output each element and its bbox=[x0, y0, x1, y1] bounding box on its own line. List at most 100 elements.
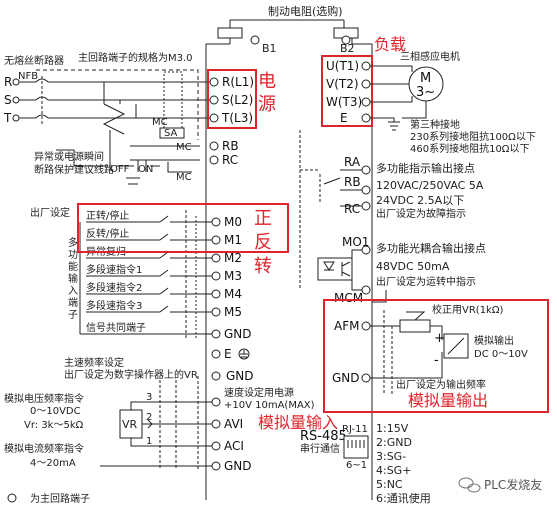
terminal-avi: AVI bbox=[224, 417, 243, 431]
analog-minus: - bbox=[434, 353, 439, 368]
vr-label: VR bbox=[122, 418, 138, 431]
nfb-label: NFB bbox=[18, 71, 38, 82]
footer-main-circuit: 为主回路端子 bbox=[30, 492, 90, 505]
input-label-m4: 多段速指令2 bbox=[86, 281, 142, 294]
terminal-rc-out: RC bbox=[344, 202, 360, 216]
terminal-mo1: MO1 bbox=[342, 235, 369, 249]
load-highlight-box bbox=[321, 55, 373, 127]
rs485-pin-2: 2:GND bbox=[376, 436, 412, 449]
ground-icon bbox=[370, 101, 427, 131]
rs485-pin-6: 6:通讯使用 bbox=[376, 492, 431, 505]
rj11-pins bbox=[347, 440, 365, 448]
terminal-mcm: MCM bbox=[334, 291, 363, 305]
rj11-label: RJ-11 bbox=[342, 424, 368, 435]
terminal-b1: B1 bbox=[262, 42, 277, 55]
calibration-vr-label: 校正用VR(1kΩ) bbox=[432, 303, 503, 316]
vr-potentiometer bbox=[100, 376, 216, 470]
rs485-pin-4: 4:SG+ bbox=[376, 464, 411, 477]
terminal-aci: ACI bbox=[224, 439, 244, 453]
input-terminals bbox=[211, 217, 221, 359]
rs485-sub: 串行通信 bbox=[300, 442, 340, 455]
nfb-title: 无熔丝断路器 bbox=[4, 54, 64, 67]
analog-output-default: 出厂设定为输出频率 bbox=[396, 378, 486, 391]
terminal-m1: M1 bbox=[224, 233, 242, 247]
svg-text:多: 多 bbox=[68, 236, 78, 249]
input-label-m5: 多段速指令3 bbox=[86, 299, 142, 312]
relay-output-title: 多功能指示输出接点 bbox=[376, 161, 475, 175]
terminal-gnd-mid: GND bbox=[226, 369, 254, 383]
terminal-m3: M3 bbox=[224, 269, 242, 283]
relay-control-circuit bbox=[56, 127, 200, 185]
terminal-u: U(T1) bbox=[326, 59, 359, 73]
svg-text:端: 端 bbox=[68, 296, 78, 309]
terminal-r: R(L1) bbox=[222, 75, 254, 89]
terminal-r-circle bbox=[209, 77, 219, 87]
current-cmd-range: 4～20mA bbox=[30, 458, 76, 469]
annotation-power-1: 电 bbox=[258, 71, 276, 92]
opto-rating: 48VDC 50mA bbox=[376, 260, 450, 273]
analog-input-terminals bbox=[211, 397, 221, 471]
svg-text:入: 入 bbox=[68, 286, 78, 297]
analog-plus: + bbox=[434, 331, 445, 346]
supply-rating: +10V 10mA(MAX) bbox=[224, 400, 315, 411]
voltage-cmd-title: 模拟电压频率指令 bbox=[4, 392, 84, 405]
terminal-rb-in: RB bbox=[222, 139, 239, 153]
mc-contacts bbox=[36, 69, 199, 140]
on-label: ON bbox=[138, 164, 153, 175]
motor-title: 三相感应电机 bbox=[400, 50, 460, 63]
protection-note-2: 断路保护建议线路 bbox=[34, 163, 114, 176]
power-terminal-block: R(L1) S(L2) T(L3) bbox=[209, 75, 254, 125]
brake-resistor-label: 制动电阻(选购) bbox=[268, 4, 343, 18]
terminal-s: S(L2) bbox=[222, 93, 253, 107]
terminal-t: T(L3) bbox=[221, 111, 253, 125]
voltage-cmd-range: 0～10VDC bbox=[30, 406, 81, 417]
terminal-t-circle bbox=[209, 113, 219, 123]
input-label-m0: 正转/停止 bbox=[86, 209, 129, 222]
ground-230: 230系列接地阻抗100Ω以下 bbox=[410, 130, 536, 143]
main-terminal-spec: 主回路端子的规格为M3.0 bbox=[78, 51, 193, 64]
opto-title: 多功能光耦合输出接点 bbox=[376, 241, 486, 255]
annotation-fwd-rev-2: 反 bbox=[254, 232, 272, 253]
phase-s: S bbox=[4, 93, 12, 107]
optocoupler-symbol bbox=[317, 249, 370, 291]
opto-bus bbox=[372, 290, 387, 303]
fwd-rev-highlight-box bbox=[77, 203, 289, 253]
wechat-icon bbox=[458, 477, 481, 493]
terminal-e-out: E bbox=[340, 111, 348, 125]
inputs-factory-label: 出厂设定 bbox=[30, 206, 70, 219]
annotation-fwd-rev-3: 转 bbox=[254, 256, 272, 277]
terminal-v: V(T2) bbox=[326, 77, 359, 91]
input-label-gnd: 信号共同端子 bbox=[86, 321, 146, 334]
motor-wiring bbox=[370, 65, 416, 103]
supply-label: 速度设定用电源 bbox=[224, 386, 294, 399]
motor-m: M bbox=[420, 71, 431, 86]
annotation-load: 负载 bbox=[374, 35, 406, 54]
annotation-analog-in: 模拟量输入 bbox=[258, 413, 338, 432]
power-highlight-box bbox=[207, 69, 257, 129]
terminal-m0: M0 bbox=[224, 215, 242, 229]
footer-terminal-icon bbox=[7, 493, 17, 503]
freq-note-1: 主速频率设定 bbox=[64, 356, 124, 369]
terminal-m4: M4 bbox=[224, 287, 242, 301]
terminal-gnd-out: GND bbox=[332, 371, 360, 385]
rs485-pin-1: 1:15V bbox=[376, 422, 409, 435]
supply-lines bbox=[12, 76, 218, 126]
mc-label-mid: MC bbox=[176, 142, 192, 153]
annotation-fwd-rev-1: 正 bbox=[254, 208, 272, 229]
terminal-e-in: E bbox=[224, 347, 232, 361]
relay-rating-ac: 120VAC/250VAC 5A bbox=[376, 179, 484, 192]
rs485-title: RS-485 bbox=[300, 429, 347, 444]
input-label-m3: 多段速指令1 bbox=[86, 263, 142, 276]
terminal-s-circle bbox=[209, 95, 219, 105]
mc-label-bottom: MC bbox=[176, 172, 192, 183]
terminal-afm: AFM bbox=[334, 319, 359, 333]
terminal-m5: M5 bbox=[224, 305, 242, 319]
terminal-b2: B2 bbox=[340, 42, 355, 55]
ground-icon bbox=[238, 348, 250, 360]
terminal-rb-out: RB bbox=[344, 175, 361, 189]
svg-text:功: 功 bbox=[68, 249, 78, 261]
terminal-ra: RA bbox=[344, 155, 361, 169]
sa-label: SA bbox=[164, 128, 178, 139]
terminal-m2: M2 bbox=[224, 251, 242, 265]
